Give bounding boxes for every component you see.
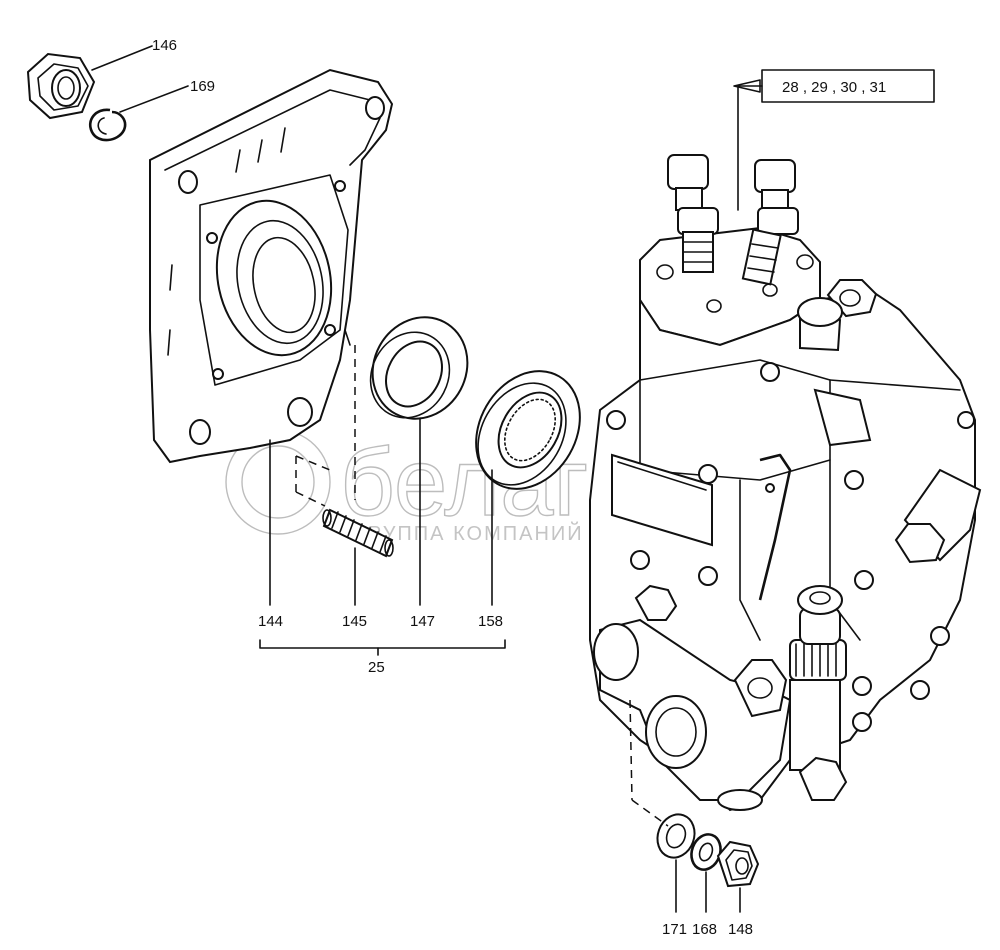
part-labels: 146 169 28 , 29 , 30 , 31 144 145 147 15… (152, 37, 886, 938)
label-145: 145 (342, 613, 367, 630)
leader-lines (91, 45, 763, 913)
label-168: 168 (692, 921, 717, 938)
flange-plate-144 (149, 68, 394, 464)
hex-nut-146 (26, 52, 96, 120)
hex-nut-148 (716, 840, 760, 888)
label-146: 146 (152, 37, 177, 54)
seal-158 (475, 370, 581, 490)
label-148: 148 (728, 921, 753, 938)
label-171: 171 (662, 921, 687, 938)
label-25: 25 (368, 659, 385, 676)
spring-washer-169 (89, 108, 127, 142)
ring-147 (369, 316, 469, 420)
label-box-28-31 (761, 69, 935, 103)
label-169: 169 (190, 78, 215, 95)
watermark-subtitle: ГРУППА КОМПАНИЙ (355, 521, 584, 545)
washer-171 (656, 813, 696, 859)
label-158: 158 (478, 613, 503, 630)
pump-housing (589, 154, 982, 812)
label-144: 144 (258, 613, 283, 630)
stud-145 (322, 508, 394, 558)
label-28-29-30-31: 28 , 29 , 30 , 31 (782, 79, 886, 96)
label-147: 147 (410, 613, 435, 630)
